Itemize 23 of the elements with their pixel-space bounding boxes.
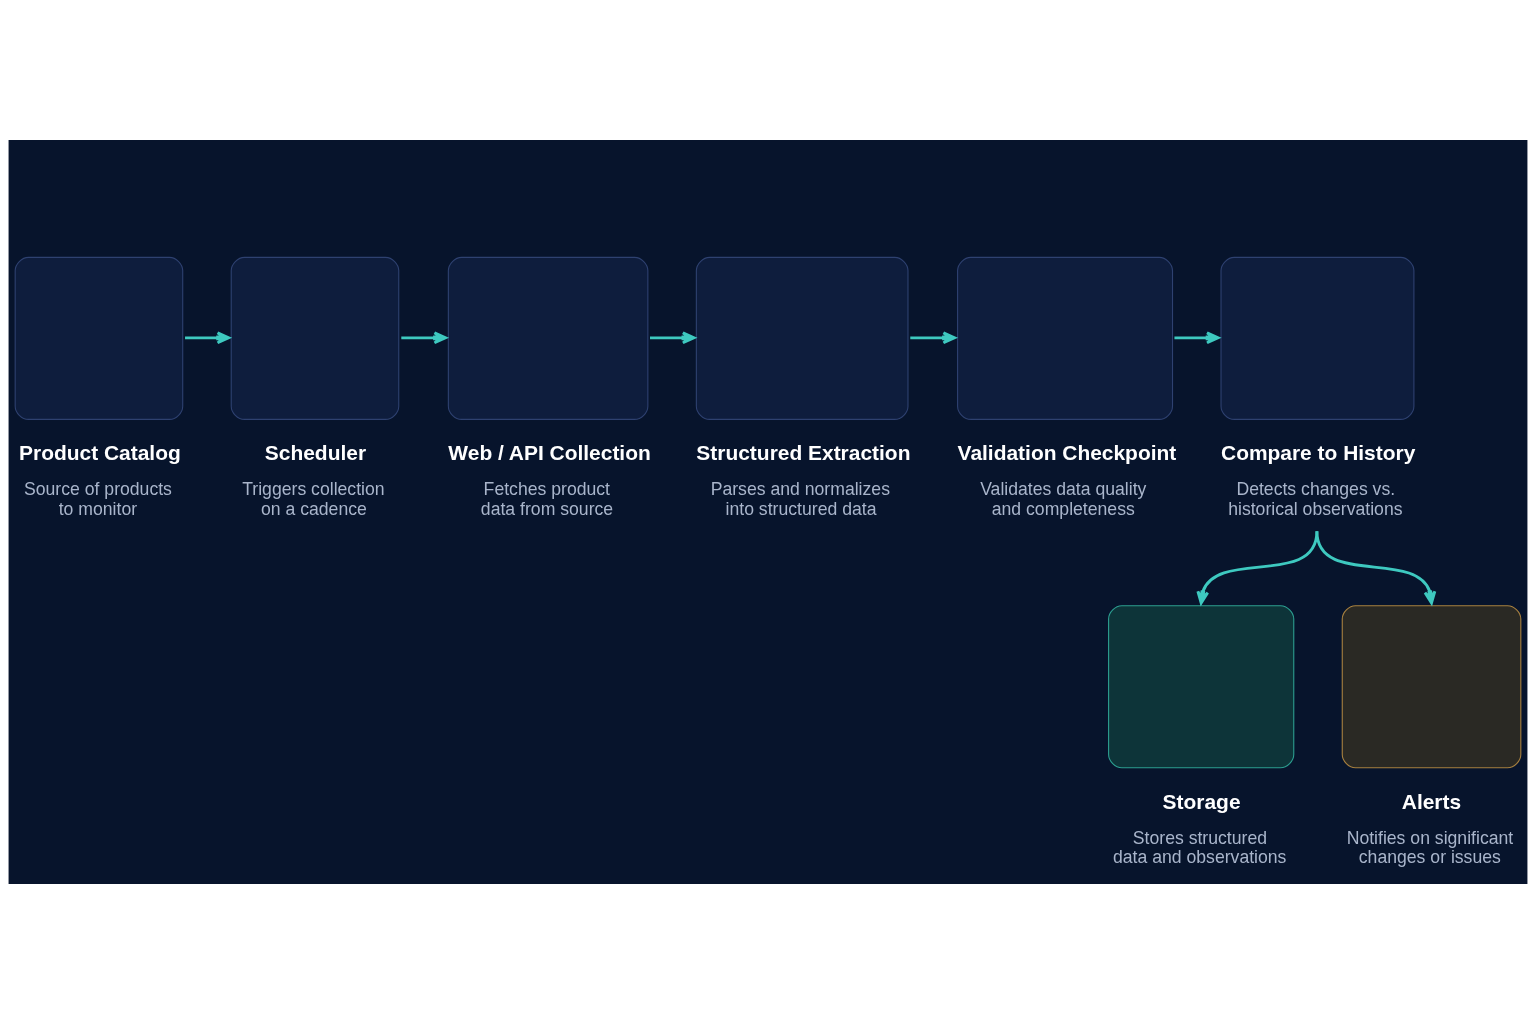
arrow <box>1196 531 1319 605</box>
node-label: Stores structured data and observations <box>1113 827 1287 868</box>
node-label: Validates data quality and completeness <box>980 479 1147 520</box>
node-label: Validation Checkpoint <box>957 441 1177 465</box>
node-label: Scheduler <box>264 441 367 465</box>
node-label: Compare to History <box>1221 441 1416 465</box>
arrow <box>650 331 696 345</box>
node-label: Alerts <box>1401 789 1462 813</box>
node-label: Triggers collection on a cadence <box>242 479 385 520</box>
node-label: Product Catalog <box>19 441 181 465</box>
arrow <box>910 331 956 345</box>
node-label: Parses and normalizes into structured data <box>710 479 890 520</box>
arrow <box>401 331 447 345</box>
node-label: Fetches product data from source <box>480 479 614 520</box>
node-label: Web / API Collection <box>448 441 651 465</box>
arrow <box>1174 331 1220 345</box>
node-label: Detects changes vs. historical observations <box>1228 479 1403 520</box>
node-label: Structured Extraction <box>696 441 911 465</box>
arrow <box>185 331 231 345</box>
node-label: Notifies on significant changes or issues <box>1346 827 1514 868</box>
node-label: Storage <box>1162 789 1241 813</box>
node-label: Source of products to monitor <box>24 479 172 520</box>
arrow <box>1315 531 1437 605</box>
